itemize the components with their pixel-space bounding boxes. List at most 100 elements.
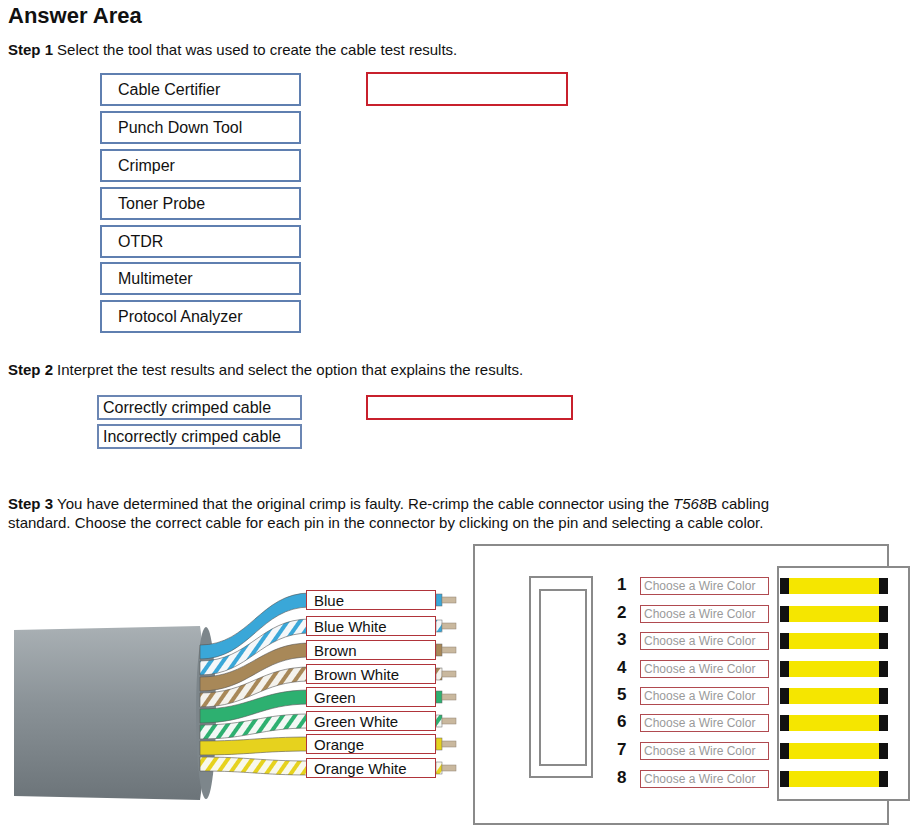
box-text: Green White bbox=[314, 713, 398, 730]
pin-contact bbox=[780, 578, 888, 594]
wire-end bbox=[436, 594, 442, 606]
pin-contact-end bbox=[879, 633, 888, 649]
pin-number: 3 bbox=[617, 630, 626, 650]
wire-end bbox=[436, 620, 442, 632]
pin-contact bbox=[780, 661, 888, 677]
contact-block bbox=[778, 567, 909, 800]
wire-end bbox=[436, 762, 442, 774]
connector-latch bbox=[540, 590, 586, 765]
connector-latch bbox=[530, 577, 592, 777]
wire-color-dropdown: Choose a Wire Color bbox=[640, 714, 769, 732]
wire-color-dropdown: Choose a Wire Color bbox=[640, 660, 769, 678]
box-text: Incorrectly crimped cable bbox=[103, 428, 281, 446]
pin-contact bbox=[780, 743, 888, 759]
pin-contact-end bbox=[879, 715, 888, 731]
option-box: OTDR bbox=[100, 225, 301, 258]
pin-number: 6 bbox=[617, 712, 626, 732]
page-title: Answer Area bbox=[8, 3, 142, 29]
box-text: Brown bbox=[314, 642, 357, 659]
pin-contact-end bbox=[780, 606, 789, 622]
pin-contact-end bbox=[879, 743, 888, 759]
standard-name: T568 bbox=[673, 495, 707, 512]
wire-color-dropdown: Choose a Wire Color bbox=[640, 742, 769, 760]
instruction: Step 1Select the tool that was used to c… bbox=[8, 40, 888, 59]
box-text: OTDR bbox=[118, 233, 163, 251]
box-text: Orange bbox=[314, 736, 364, 753]
option-box: Crimper bbox=[100, 149, 301, 182]
pin-contact-end bbox=[879, 606, 888, 622]
box-text: Choose a Wire Color bbox=[644, 689, 755, 703]
option-box: Incorrectly crimped cable bbox=[97, 424, 302, 449]
box-text: Cable Certifier bbox=[118, 81, 220, 99]
box-text: Blue White bbox=[314, 618, 387, 635]
copper-tip bbox=[442, 647, 456, 653]
copper-tip bbox=[442, 741, 456, 747]
box-text: Toner Probe bbox=[118, 195, 205, 213]
pin-number: 4 bbox=[617, 658, 626, 678]
step-text: You have determined that the original cr… bbox=[57, 495, 669, 512]
box-text: Choose a Wire Color bbox=[644, 662, 755, 676]
pin-contact-end bbox=[879, 688, 888, 704]
wire-color-dropdown: Choose a Wire Color bbox=[640, 577, 769, 595]
wire-color-label: Blue White bbox=[306, 616, 436, 636]
copper-tip bbox=[442, 671, 456, 677]
wire-color-label: Blue bbox=[306, 590, 436, 610]
box-text: Blue bbox=[314, 592, 344, 609]
box-text: Choose a Wire Color bbox=[644, 716, 755, 730]
box-text: Choose a Wire Color bbox=[644, 744, 755, 758]
answer-slot bbox=[367, 396, 572, 419]
pin-contact-end bbox=[879, 771, 888, 787]
step-heading: Step 1 bbox=[8, 41, 53, 58]
wire bbox=[200, 737, 310, 755]
box-text: Protocol Analyzer bbox=[118, 308, 243, 326]
step-text: Interpret the test results and select th… bbox=[57, 361, 523, 378]
pin-contact-end bbox=[780, 661, 789, 677]
pin-contact-end bbox=[780, 743, 789, 759]
pin-number: 1 bbox=[617, 575, 626, 595]
wire-end bbox=[436, 715, 442, 727]
box-text: Multimeter bbox=[118, 270, 193, 288]
wire-color-dropdown: Choose a Wire Color bbox=[640, 687, 769, 705]
box-text: Choose a Wire Color bbox=[644, 772, 755, 786]
pin-contact bbox=[780, 606, 888, 622]
option-box: Cable Certifier bbox=[100, 73, 301, 106]
pin-number: 7 bbox=[617, 740, 626, 760]
pin-contact bbox=[780, 771, 888, 787]
pin-contact-end bbox=[879, 578, 888, 594]
pin-contact-end bbox=[780, 688, 789, 704]
wire-color-label: Brown White bbox=[306, 664, 436, 684]
box-text: Choose a Wire Color bbox=[644, 634, 755, 648]
pin-contact bbox=[780, 688, 888, 704]
wire-color-label: Orange bbox=[306, 734, 436, 754]
step-heading: Step 2 bbox=[8, 361, 53, 378]
wire-color-label: Green White bbox=[306, 711, 436, 731]
wire-color-dropdown: Choose a Wire Color bbox=[640, 605, 769, 623]
copper-tip bbox=[442, 623, 456, 629]
wire-color-dropdown: Choose a Wire Color bbox=[640, 632, 769, 650]
cable-jacket bbox=[14, 626, 207, 800]
pin-number: 2 bbox=[617, 603, 626, 623]
answer-slot bbox=[367, 73, 567, 105]
wire bbox=[200, 714, 310, 739]
box-text: Crimper bbox=[118, 157, 175, 175]
pin-number: 8 bbox=[617, 768, 626, 788]
box-text: Orange White bbox=[314, 760, 407, 777]
pin-contact-end bbox=[780, 771, 789, 787]
wire-end bbox=[436, 668, 442, 680]
wire-color-label: Orange White bbox=[306, 758, 436, 778]
box-text: Correctly crimped cable bbox=[103, 399, 271, 417]
box-text: Punch Down Tool bbox=[118, 119, 242, 137]
box-text: Choose a Wire Color bbox=[644, 579, 755, 593]
step-text: Select the tool that was used to create … bbox=[57, 41, 457, 58]
copper-tip bbox=[442, 597, 456, 603]
wire-color-dropdown: Choose a Wire Color bbox=[640, 770, 769, 788]
pin-contact-end bbox=[879, 661, 888, 677]
instruction: Step 3You have determined that the origi… bbox=[8, 494, 808, 532]
wire-end bbox=[436, 644, 442, 656]
pin-contact-end bbox=[780, 715, 789, 731]
box-text: Brown White bbox=[314, 666, 399, 683]
pin-contacts bbox=[780, 578, 888, 787]
wire-end bbox=[436, 738, 442, 750]
step-heading: Step 3 bbox=[8, 495, 53, 512]
box-text: Green bbox=[314, 689, 356, 706]
